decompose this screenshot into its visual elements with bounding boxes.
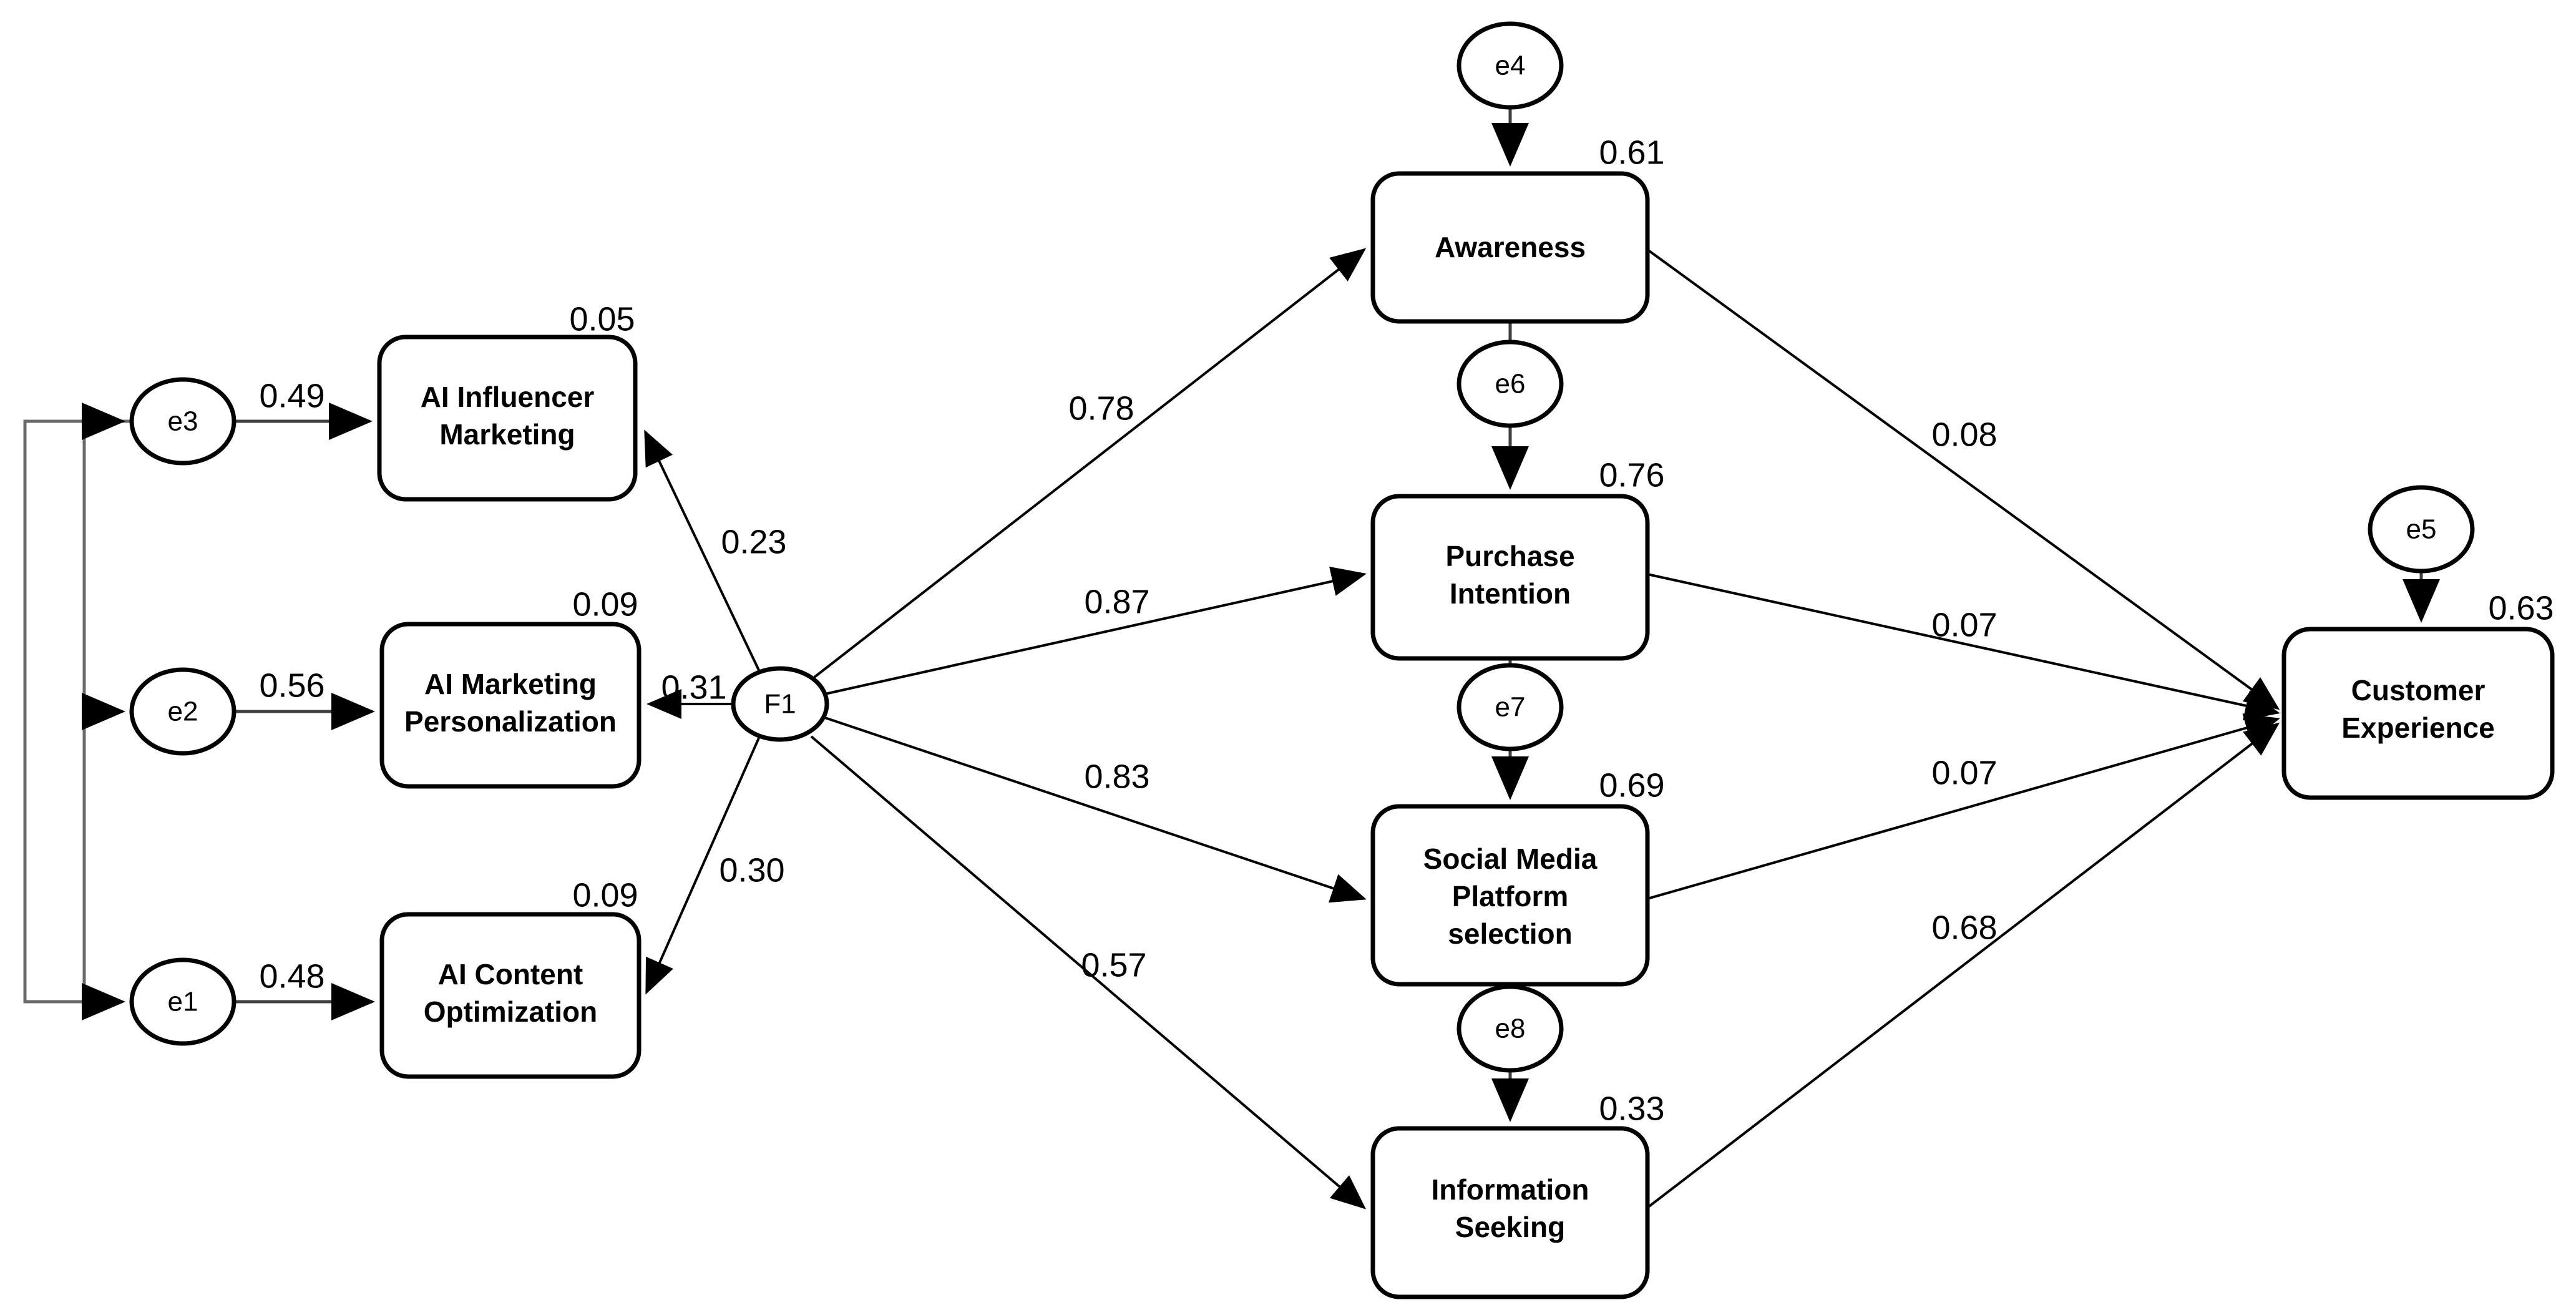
coef-label-f1-to-ai-influencer-marketing: 0.23 [721,523,786,560]
coef-label-information-seeking-to-customer-experience: 0.68 [1931,909,1997,946]
coef-label-e1-to-ai-content-optimization: 0.48 [259,957,324,995]
error-bracket-outer [23,419,131,1004]
node-error-e7[interactable]: e7 [1456,663,1564,751]
node-error-e2[interactable]: e2 [129,667,237,756]
coef-label-f1-to-purchase-intention: 0.87 [1084,583,1149,620]
coef-label-purchase-intention-to-customer-experience: 0.07 [1931,606,1997,643]
error-label: e1 [168,987,198,1017]
node-ai-influencer-marketing[interactable]: AI Influencer Marketing [377,335,638,502]
error-label: e8 [1495,1014,1526,1044]
node-information-seeking[interactable]: Information Seeking [1370,1126,1650,1299]
node-label-line: AI Content [438,958,583,990]
node-label-line: Customer [2351,674,2486,706]
node-ai-content-optimization[interactable]: AI Content Optimization [379,912,642,1079]
path-information-seeking-to-customer-experience [1646,722,2280,1209]
path-social-media-to-customer-experience [1647,713,2280,900]
variance-label-customer-experience: 0.63 [2488,589,2554,627]
variance-label-ai-influencer-marketing: 0.05 [569,300,635,338]
node-label-line: Experience [2341,711,2494,744]
variance-label-purchase-intention: 0.76 [1599,456,1664,494]
node-ai-marketing-personalization[interactable]: AI Marketing Personalization [379,622,642,789]
node-label-line: Purchase [1445,540,1574,572]
node-label-line: AI Influencer [421,381,595,413]
path-f1-to-ai-content-optimization [645,735,761,995]
coef-label-awareness-to-customer-experience: 0.08 [1931,416,1997,453]
node-latent-factor-f1[interactable]: F1 [731,666,829,742]
error-label: e4 [1495,51,1526,81]
error-label: e6 [1495,369,1526,399]
node-error-e3[interactable]: e3 [129,377,237,466]
coef-label-e2-to-ai-marketing-personalization: 0.56 [259,667,324,704]
node-label-line: Information [1432,1173,1589,1206]
variance-label-information-seeking: 0.33 [1599,1090,1664,1127]
node-error-e4[interactable]: e4 [1456,21,1564,110]
error-label: e5 [2406,514,2437,545]
node-error-e1[interactable]: e1 [129,957,237,1046]
node-label-line: Marketing [439,418,575,451]
path-f1-to-social-media-platform-selection [824,716,1367,903]
path-awareness-to-customer-experience [1646,248,2280,710]
node-label-line: selection [1448,917,1572,950]
node-label-line: Platform [1452,880,1569,912]
coef-label-social-media-to-customer-experience: 0.07 [1931,754,1997,791]
node-error-e8[interactable]: e8 [1456,984,1564,1073]
path-f1-to-awareness [813,248,1367,678]
node-label-line: Awareness [1435,231,1586,263]
coef-label-f1-to-awareness: 0.78 [1068,389,1134,427]
node-customer-experience[interactable]: Customer Experience [2281,627,2555,800]
path-purchase-intention-to-customer-experience [1647,573,2280,721]
node-label-line: AI Marketing [424,668,597,700]
node-label-line: Optimization [424,995,598,1028]
coef-label-f1-to-ai-content-optimization: 0.30 [719,851,784,889]
node-error-e6[interactable]: e6 [1456,340,1564,428]
node-label-line: Personalization [404,705,617,738]
variance-label-awareness: 0.61 [1599,134,1664,171]
coef-label-e3-to-ai-influencer-marketing: 0.49 [259,377,324,414]
path-f1-to-purchase-intention [824,566,1367,695]
coef-label-f1-to-ai-marketing-personalization: 0.31 [661,668,726,706]
coef-label-f1-to-information-seeking: 0.57 [1081,946,1146,984]
coef-label-f1-to-social-media-platform-selection: 0.83 [1084,758,1149,795]
factor-label: F1 [764,689,796,720]
path-f1-to-ai-influencer-marketing [644,429,761,673]
error-label: e7 [1495,692,1526,723]
variance-label-ai-content-optimization: 0.09 [572,876,638,914]
error-label: e3 [168,406,198,437]
path-f1-to-information-seeking [810,735,1367,1210]
variance-label-ai-marketing-personalization: 0.09 [572,585,638,623]
node-error-e5[interactable]: e5 [2368,485,2475,574]
node-purchase-intention[interactable]: Purchase Intention [1370,494,1650,661]
node-social-media-platform-selection[interactable]: Social Media Platform selection [1370,804,1650,987]
node-label-line: Social Media [1423,843,1598,875]
node-label-line: Intention [1450,577,1571,610]
node-label-line: Seeking [1455,1211,1565,1243]
variance-label-social-media-platform-selection: 0.69 [1599,766,1664,804]
node-awareness[interactable]: Awareness [1370,171,1650,324]
error-label: e2 [168,697,198,727]
